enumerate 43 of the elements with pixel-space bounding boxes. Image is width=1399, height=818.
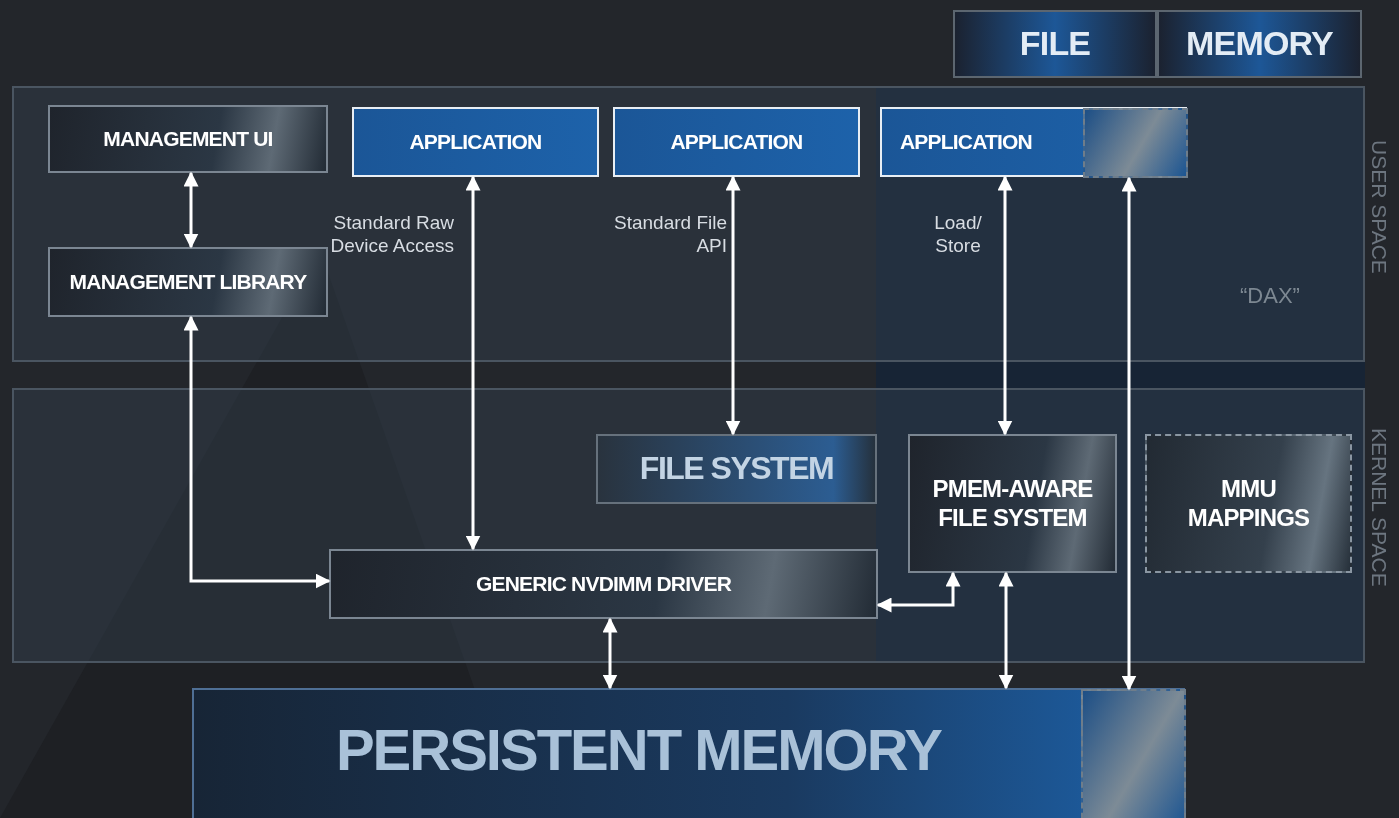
region-band <box>12 388 1365 663</box>
edge-label: Standard Raw Device Access <box>329 211 454 257</box>
header-tab <box>1157 10 1362 78</box>
dashed-region <box>1083 108 1188 178</box>
component-box <box>908 434 1117 573</box>
vertical-label: KERNEL SPACE <box>1367 428 1391 587</box>
double-arrow <box>876 571 961 613</box>
box-title: MANAGEMENT UI <box>103 127 273 151</box>
box-title: GENERIC NVDIMM DRIVER <box>475 572 732 596</box>
double-arrow <box>997 175 1013 436</box>
box-title: PERSISTENT MEMORY <box>335 718 942 782</box>
application-box <box>352 107 599 177</box>
edge-label: Standard File API <box>613 211 727 257</box>
component-box <box>48 247 328 317</box>
memory-block <box>192 688 1185 818</box>
component-box <box>596 434 877 504</box>
box-title: MEMORY <box>1186 25 1333 63</box>
edge-label: Load/ Store <box>933 211 983 257</box>
box-title: APPLICATION <box>900 130 1032 154</box>
component-box <box>48 105 328 173</box>
vertical-label: USER SPACE <box>1367 140 1391 274</box>
double-arrow <box>725 175 741 436</box>
double-arrow <box>602 617 618 690</box>
header-tab <box>953 10 1157 78</box>
box-title: APPLICATION <box>409 130 542 154</box>
region-band <box>12 86 1365 362</box>
double-arrow <box>465 175 481 551</box>
region-label: “DAX” <box>1240 284 1300 307</box>
box-title: PMEM-AWARE FILE SYSTEM <box>931 474 1094 533</box>
dashed-region <box>1081 689 1186 818</box>
box-title: FILE <box>1019 25 1091 63</box>
box-title: MANAGEMENT LIBRARY <box>69 270 307 294</box>
component-box <box>329 549 878 619</box>
double-arrow <box>998 571 1014 690</box>
application-box <box>880 107 1187 177</box>
double-arrow <box>183 315 331 589</box>
double-arrow <box>183 171 199 249</box>
box-title: MMU MAPPINGS <box>1186 474 1311 533</box>
box-title: FILE SYSTEM <box>639 451 834 487</box>
application-box <box>613 107 860 177</box>
box-title: APPLICATION <box>670 130 803 154</box>
double-arrow <box>1121 176 1137 691</box>
component-box <box>1145 434 1352 573</box>
